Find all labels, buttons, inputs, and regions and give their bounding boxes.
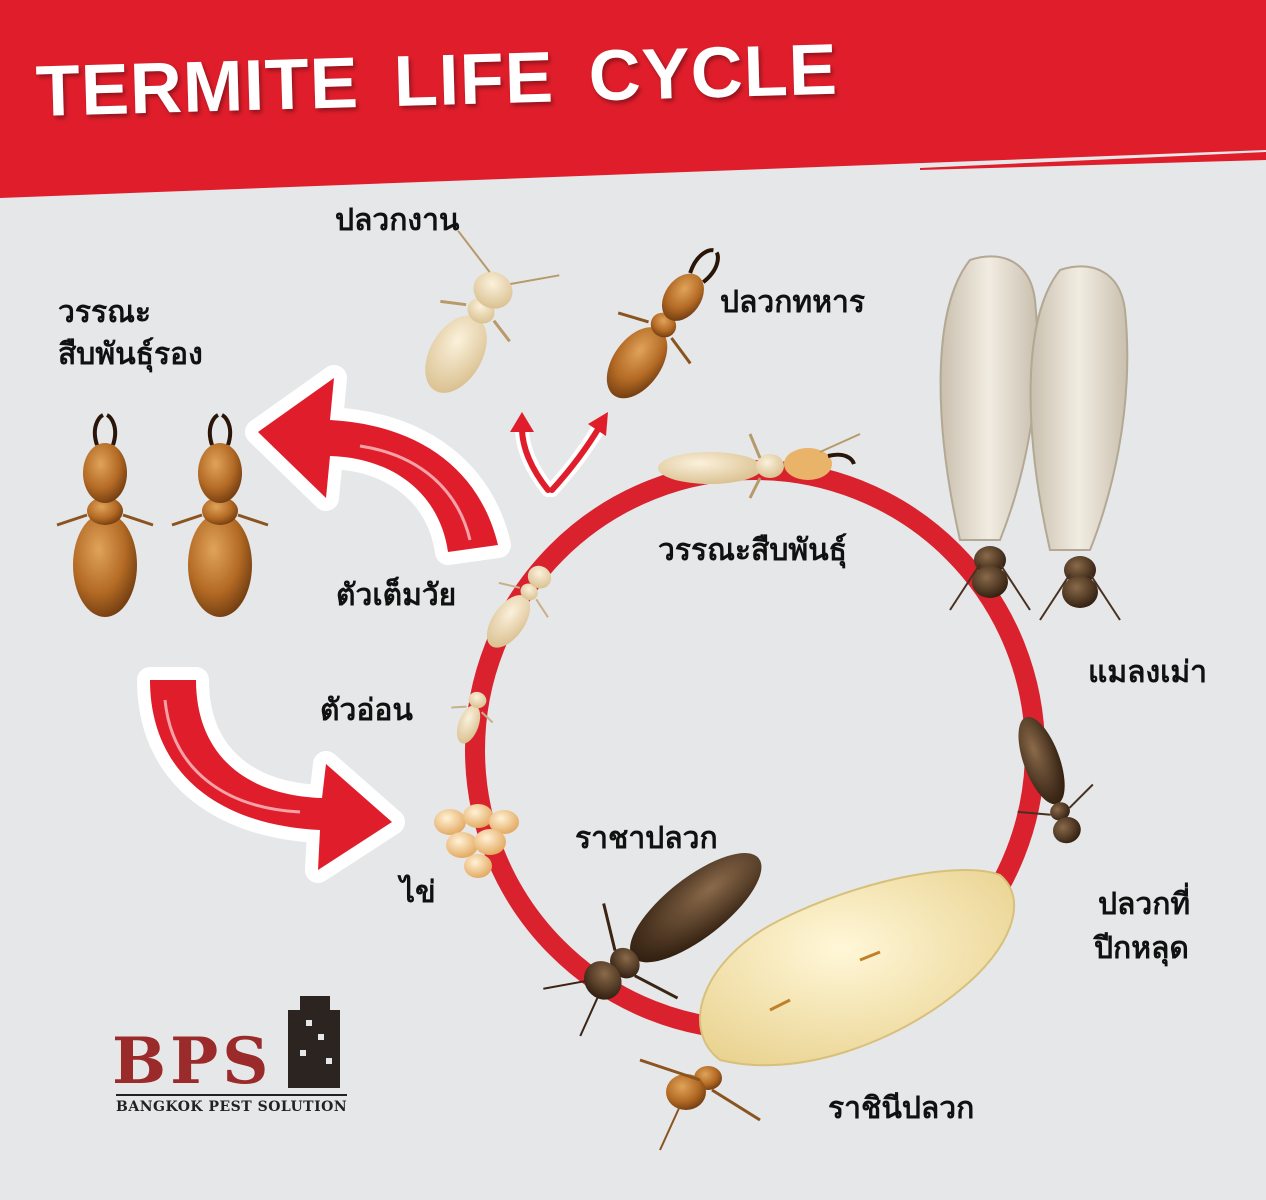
banner-accent-stripe [920,152,1266,170]
alate-termite-1 [939,255,1039,611]
nymph-termite-illustration [451,691,494,744]
bps-building-icon [288,996,340,1088]
label-reproductive-caste: วรรณะสืบพันธุ์ [658,533,847,568]
label-worker: ปลวกงาน [335,203,460,238]
arrow-to-secondary-reproductive [245,365,511,565]
secondary-reproductive-termite-2 [171,413,269,617]
label-dealate-line2: ปีกหลุด [1094,931,1189,966]
egg-cluster-illustration [434,804,519,878]
label-nymph: ตัวอ่อน [320,693,413,728]
title-banner [0,0,1266,198]
arrow-to-eggs [137,667,405,883]
label-dealate-line1: ปลวกที่ [1098,887,1191,922]
adult-termite-illustration [486,565,552,648]
king-termite-illustration [543,853,762,1037]
label-alate: แมลงเม่า [1088,655,1208,690]
label-queen: ราชินีปลวก [828,1091,975,1126]
queen-termite-illustration [639,869,1016,1151]
arrow-split-worker-soldier [510,412,608,497]
soldier-termite-illustration [606,248,720,399]
dealate-termite-illustration [1017,716,1094,844]
alate-termite-2 [1029,265,1129,621]
reproductive-caste-illustration [658,433,861,499]
label-king: ราชาปลวก [575,821,718,856]
label-secondary-reproductive-line1: วรรณะ [58,295,152,330]
bps-logo-subtitle: BANGKOK PEST SOLUTION [116,1094,348,1116]
label-adult: ตัวเต็มวัย [336,578,457,613]
bps-logo-text: BPS [112,1024,273,1099]
worker-termite-illustration [425,230,560,393]
label-egg: ไข่ [400,875,436,910]
label-secondary-reproductive-line2: สืบพันธุ์รอง [58,337,203,372]
label-soldier: ปลวกทหาร [720,285,865,320]
secondary-reproductive-termite-1 [56,413,154,617]
